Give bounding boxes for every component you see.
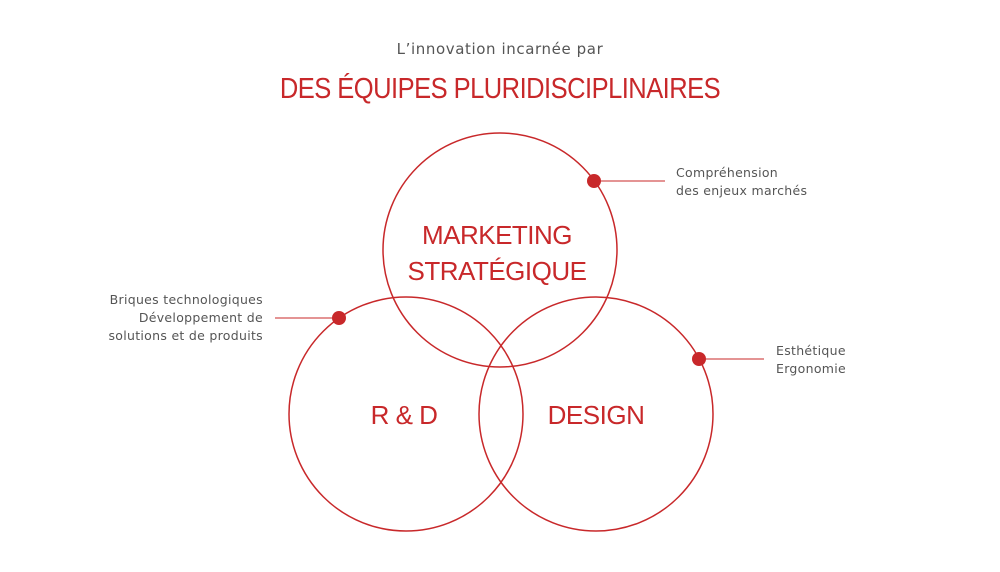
annotation-rd-line1: Briques technologiques bbox=[110, 292, 263, 307]
dot-rd bbox=[332, 311, 346, 325]
circle-design bbox=[478, 296, 714, 532]
annotation-marketing-line1: Compréhension bbox=[676, 165, 778, 180]
label-design: DESIGN bbox=[548, 400, 645, 430]
diagram-title: DES ÉQUIPES PLURIDISCIPLINAIRES bbox=[279, 73, 721, 105]
label-marketing-line2: STRATÉGIQUE bbox=[408, 256, 587, 286]
annotation-design-line2: Ergonomie bbox=[776, 361, 846, 376]
label-marketing-line1: MARKETING bbox=[422, 220, 572, 250]
dot-design bbox=[692, 352, 706, 366]
annotation-design-line1: Esthétique bbox=[776, 343, 846, 358]
circle-marketing bbox=[382, 132, 618, 368]
diagram-subtitle: L’innovation incarnée par bbox=[396, 40, 604, 58]
annotation-rd-line3: solutions et de produits bbox=[108, 328, 263, 343]
circle-rd bbox=[288, 296, 524, 532]
annotation-rd-line2: Développement de bbox=[139, 310, 263, 325]
dot-marketing bbox=[587, 174, 601, 188]
annotation-marketing-line2: des enjeux marchés bbox=[676, 183, 807, 198]
label-rd: R & D bbox=[371, 400, 438, 430]
